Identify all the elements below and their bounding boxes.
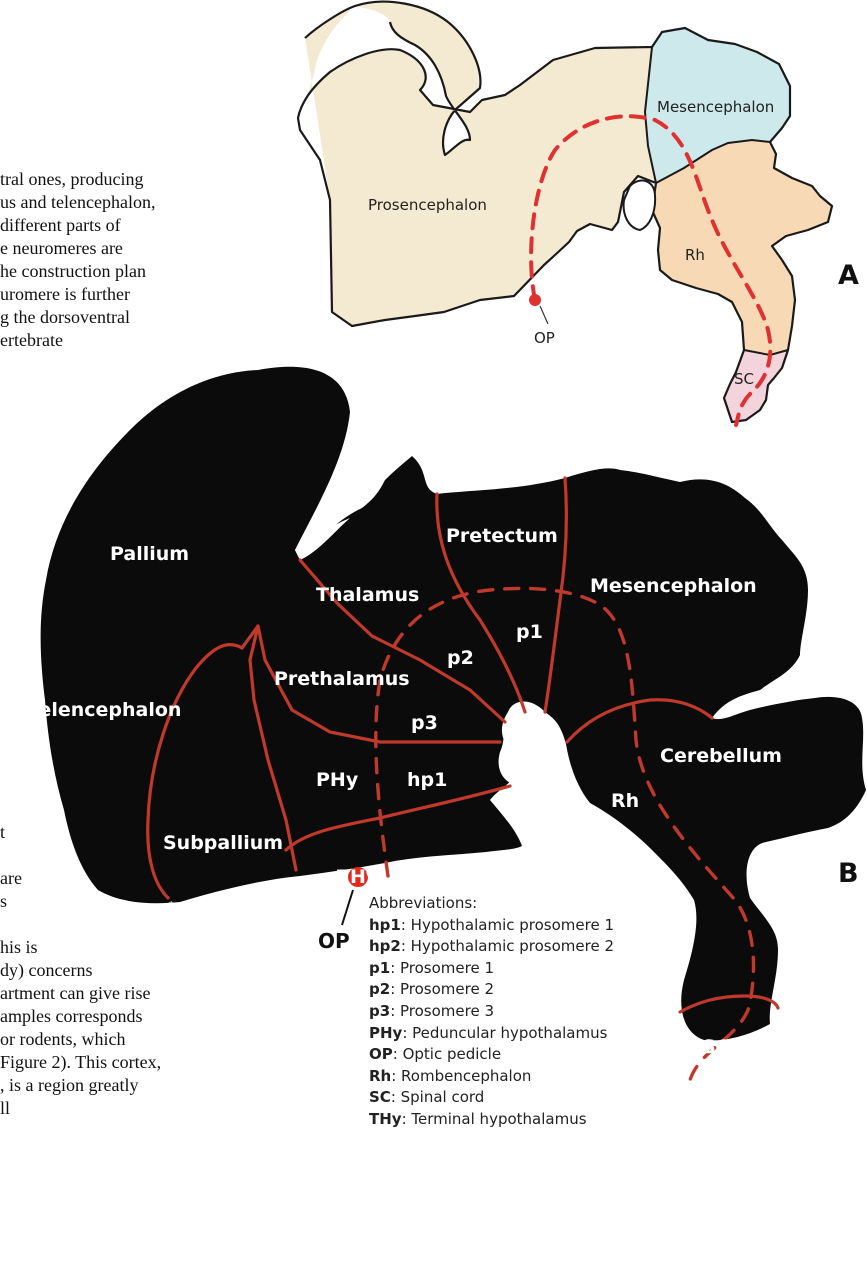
panel-a-sc-label: SC xyxy=(734,370,754,388)
panel-a-rh-label: Rh xyxy=(685,246,705,264)
abbreviation-term: THy xyxy=(369,1110,402,1128)
panel-b-subpallium-label: Subpallium xyxy=(163,832,283,854)
abbreviation-row: SC: Spinal cord xyxy=(369,1087,614,1109)
panel-b-hp2-label: hp2 xyxy=(413,860,453,882)
panel-a-prosencephalon-region xyxy=(298,2,656,326)
panel-a-prosencephalon-label: Prosencephalon xyxy=(368,196,487,214)
abbreviation-definition: : Hypothalamic prosomere 1 xyxy=(401,916,614,934)
abbreviation-row: p3: Prosomere 3 xyxy=(369,1001,614,1023)
panel-b-pallium-label: Pallium xyxy=(110,543,189,565)
panel-a-op-label: OP xyxy=(534,329,555,347)
abbreviation-term: hp1 xyxy=(369,916,401,934)
panel-a-op-dot xyxy=(529,294,541,306)
panel-b-cerebellum-label: Cerebellum xyxy=(660,745,782,767)
panel-b-prethalamus-label: Prethalamus xyxy=(274,668,410,690)
panel-b-thy-label: THy xyxy=(337,866,379,888)
panel-b-rh-label: Rh xyxy=(611,790,639,812)
panel-b-phy-label: PHy xyxy=(316,769,359,791)
abbreviation-row: hp2: Hypothalamic prosomere 2 xyxy=(369,936,614,958)
abbreviations-legend: Abbreviations: hp1: Hypothalamic prosome… xyxy=(369,893,614,1131)
panel-b-pretectum-label: Pretectum xyxy=(446,525,558,547)
abbreviation-definition: : Terminal hypothalamus xyxy=(402,1110,587,1128)
panel-b-p3-label: p3 xyxy=(411,712,438,734)
panel-b-thalamus-label: Thalamus xyxy=(316,584,419,606)
abbreviation-term: OP xyxy=(369,1045,393,1063)
abbreviation-definition: : Spinal cord xyxy=(391,1088,485,1106)
panel-b-telencephalon-label: Telencephalon xyxy=(28,699,181,721)
abbreviation-definition: : Prosomere 1 xyxy=(390,959,494,977)
abbreviation-term: PHy xyxy=(369,1024,402,1042)
abbreviation-term: Rh xyxy=(369,1067,391,1085)
panel-b-op-label: OP xyxy=(318,929,350,953)
abbreviation-term: hp2 xyxy=(369,937,401,955)
abbreviation-row: Rh: Rombencephalon xyxy=(369,1066,614,1088)
abbreviations-title: Abbreviations: xyxy=(369,893,614,915)
panel-b-mesencephalon-label: Mesencephalon xyxy=(590,575,757,597)
abbreviation-term: p1 xyxy=(369,959,390,977)
panel-b-sc-label: SC xyxy=(702,1036,730,1058)
abbreviation-term: p3 xyxy=(369,1002,390,1020)
body-text-fragment-top: tral ones, producing us and telencephalo… xyxy=(0,168,155,352)
panel-a-notch xyxy=(624,181,655,230)
abbreviation-definition: : Optic pedicle xyxy=(393,1045,501,1063)
abbreviation-row: hp1: Hypothalamic prosomere 1 xyxy=(369,915,614,937)
body-text-fragment-bottom: t are s his is dy) concerns artment can … xyxy=(0,821,161,1120)
panel-b-p2-label: p2 xyxy=(447,647,474,669)
panel-b-letter: B xyxy=(838,858,859,889)
panel-a-mesencephalon-label: Mesencephalon xyxy=(657,98,774,116)
abbreviation-term: p2 xyxy=(369,980,390,998)
abbreviation-definition: : Rombencephalon xyxy=(391,1067,531,1085)
panel-a-letter: A xyxy=(838,260,859,291)
abbreviation-definition: : Prosomere 3 xyxy=(390,1002,494,1020)
panel-a: Prosencephalon Mesencephalon Rh SC OP A xyxy=(298,2,859,425)
panel-b-p1-label: p1 xyxy=(516,621,543,643)
abbreviation-row: PHy: Peduncular hypothalamus xyxy=(369,1023,614,1045)
abbreviation-row: OP: Optic pedicle xyxy=(369,1044,614,1066)
panel-b-op-leader xyxy=(342,890,353,925)
abbreviation-row: THy: Terminal hypothalamus xyxy=(369,1109,614,1131)
panel-a-op-leader xyxy=(540,306,548,324)
abbreviation-definition: : Peduncular hypothalamus xyxy=(402,1024,607,1042)
abbreviation-term: SC xyxy=(369,1088,391,1106)
abbreviation-definition: : Hypothalamic prosomere 2 xyxy=(401,937,614,955)
panel-b-hp1-label: hp1 xyxy=(407,769,447,791)
abbreviation-row: p1: Prosomere 1 xyxy=(369,958,614,980)
abbreviation-row: p2: Prosomere 2 xyxy=(369,979,614,1001)
abbreviation-definition: : Prosomere 2 xyxy=(390,980,494,998)
